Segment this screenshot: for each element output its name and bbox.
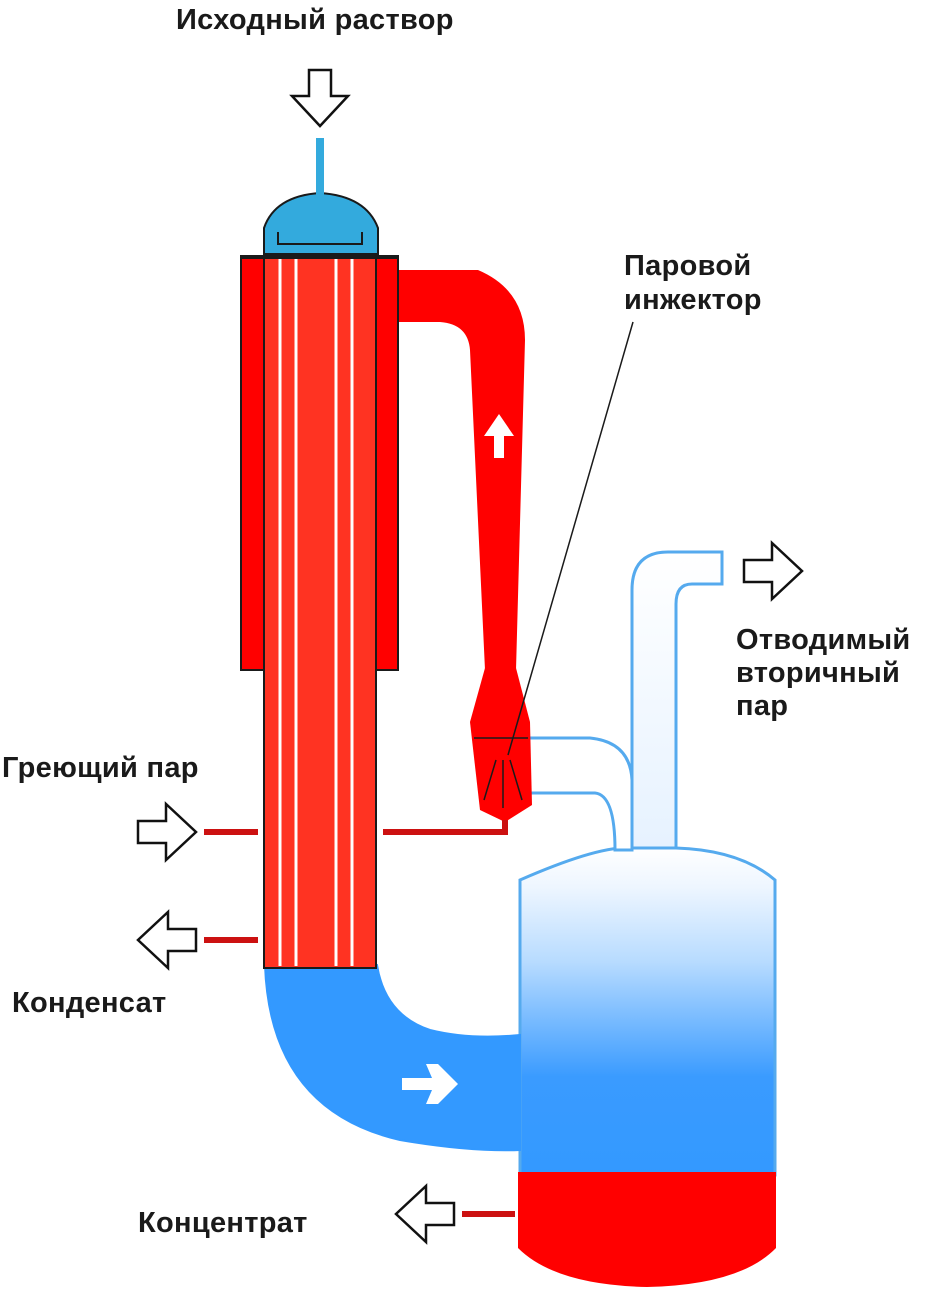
steam-connections: [204, 820, 515, 1217]
distributor-plate: [277, 232, 363, 245]
injector-internal-lines: [474, 737, 528, 808]
steam-injector-label-line1: Паровой: [624, 250, 752, 282]
steam-outlet-duct: [398, 270, 525, 670]
circulation-return-pipe: [263, 964, 521, 1152]
feed-solution-label: Исходный раствор: [176, 4, 454, 36]
secondary-vapor-label-line1: Отводимый: [736, 624, 911, 656]
condensate-label: Конденсат: [12, 987, 167, 1019]
secondary-vapor-label-line2: вторичный: [736, 657, 901, 689]
feed-pipe: [316, 138, 324, 195]
secondary-vapor-pipe: [630, 550, 724, 852]
concentrate-label: Концентрат: [138, 1207, 308, 1239]
injector-discharge-duct: [526, 736, 634, 852]
feed-inlet-arrow-icon: [289, 68, 351, 128]
secondary-vapor-outlet-arrow-icon: [742, 540, 804, 602]
steam-injector-label-line2: инжектор: [624, 284, 762, 316]
concentrate-outlet-arrow-icon: [394, 1183, 456, 1245]
separator-vessel: [518, 846, 777, 1177]
condensate-outlet-arrow-icon: [136, 909, 198, 971]
heating-steam-inlet-arrow-icon: [136, 801, 198, 863]
liquid-flow-right-arrow-icon: [402, 1064, 458, 1104]
steam-injector-nozzle: [470, 668, 532, 822]
tube-walls: [278, 258, 354, 966]
steam-flow-up-arrow-icon: [484, 414, 514, 458]
injector-leader-line: [507, 321, 634, 756]
concentrate-sump: [518, 1172, 776, 1287]
heating-steam-label: Греющий пар: [2, 752, 199, 784]
secondary-vapor-label-line3: пар: [736, 690, 789, 722]
vapor-flow-glow: [545, 745, 588, 784]
